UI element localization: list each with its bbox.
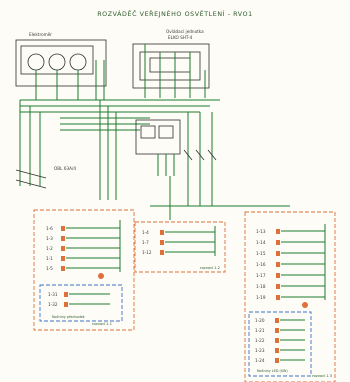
group1-sub-label: Nočníny přechodek — [52, 315, 85, 319]
g3-c4: 1-16 — [256, 262, 266, 267]
g3-c5: 1-17 — [256, 273, 266, 278]
g2-c2: 1-7 — [142, 240, 149, 245]
group3-label: rozvod 1.3 — [312, 373, 333, 378]
group3-sub-label: Nočníny LED (SW) — [257, 369, 288, 373]
g3-s1: 1-20 — [255, 318, 265, 323]
main-wiring — [19, 99, 220, 200]
feeder-breakers — [150, 112, 290, 220]
relay-box — [135, 119, 181, 176]
meter-box — [15, 39, 107, 100]
group3-sub-circuits: 1-20 1-21 1-22 1-23 1-24 — [255, 318, 305, 363]
diagram-title: ROZVÁDĚČ VEŘEJNÉHO OSVĚTLENÍ - RVO1 — [97, 9, 253, 18]
group1-sub-circuits: 1-31 1-32 — [48, 273, 110, 307]
g1-s2: 1-32 — [48, 302, 58, 307]
timer-label-1: Ovládací jednotka — [166, 29, 204, 34]
group1-sub-border — [39, 284, 123, 322]
timer-label-2: ELKO SHT-4 — [168, 35, 193, 40]
group2-circuits: 1-4 1-7 1-12 — [142, 226, 216, 256]
control-unit-box — [132, 43, 210, 98]
group3-sub-border — [248, 311, 312, 377]
g2-c1: 1-4 — [142, 230, 149, 235]
g1-c5: 1-5 — [46, 266, 53, 271]
g3-s4: 1-23 — [255, 348, 265, 353]
g3-s2: 1-21 — [255, 328, 265, 333]
g3-s3: 1-22 — [255, 338, 265, 343]
group1-border — [33, 209, 135, 331]
g1-c3: 1-2 — [46, 246, 53, 251]
g1-s1: 1-31 — [48, 292, 58, 297]
g1-c2: 1-3 — [46, 236, 53, 241]
group2-label: rozvod 1.2 — [200, 265, 221, 270]
group3-border — [244, 211, 336, 382]
main-breaker — [15, 160, 47, 189]
g1-c1: 1-6 — [46, 226, 53, 231]
g3-c7: 1-19 — [256, 295, 266, 300]
g3-s5: 1-24 — [255, 358, 265, 363]
group3-circuits: 1-13 1-14 1-15 1-16 1-17 1-18 1-19 — [256, 224, 326, 308]
g2-c3: 1-12 — [142, 250, 152, 255]
group1-circuits: 1-6 1-3 1-2 1-1 1-5 — [46, 220, 121, 272]
g3-c2: 1-14 — [256, 240, 266, 245]
g3-c6: 1-18 — [256, 284, 266, 289]
group1-label: rozvod 1.1 — [92, 321, 113, 326]
main-breaker-label: OBL 63A/4 — [54, 166, 76, 171]
meter-label: Elektroměr — [29, 32, 52, 37]
g3-c1: 1-13 — [256, 229, 266, 234]
g1-c4: 1-1 — [46, 256, 53, 261]
g3-c3: 1-15 — [256, 251, 266, 256]
group2-border — [134, 221, 226, 273]
